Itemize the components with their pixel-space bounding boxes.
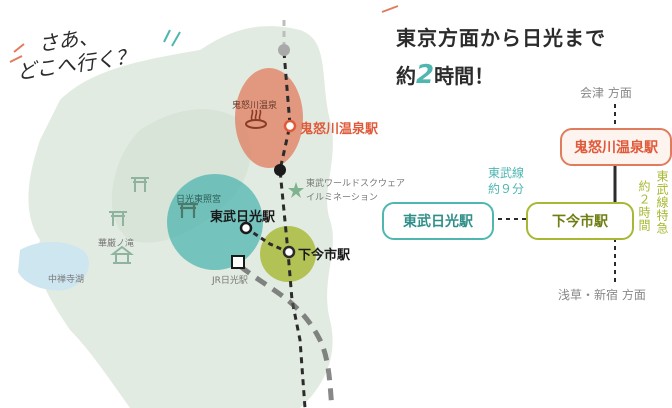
jr-nikko-station-marker[interactable] (231, 255, 245, 269)
junction-dot (274, 164, 286, 176)
label-illumination: イルミネーション (306, 193, 378, 203)
kinugawa-area-highlight (235, 68, 303, 168)
tobu-line-time: 約９分 (488, 182, 525, 196)
lake-chuzenji (18, 241, 89, 291)
accent-stroke-headline (381, 5, 399, 13)
label-kinugawa-station: 鬼怒川温泉駅 (300, 122, 379, 137)
torii-icon-north (131, 177, 149, 192)
top-station-dot (278, 44, 290, 56)
label-shimoimaichi-station: 下今市駅 (298, 248, 351, 263)
torii-icon-toshogu (178, 202, 198, 218)
label-nikko-toshogu: 日光東照宮 (176, 195, 222, 205)
direction-top: 会津 方面 (580, 86, 632, 100)
express-time-vertical: 約２時間 (637, 180, 651, 232)
label-kinugawa-area: 鬼怒川温泉 (232, 101, 278, 111)
diagram-kinugawa-station-box[interactable]: 鬼怒川温泉駅 (560, 128, 672, 166)
diagram-shimoimaichi-station-box[interactable]: 下今市駅 (526, 202, 634, 240)
rail-jr-nikko (238, 264, 335, 408)
label-jr-nikko-station: JR日光駅 (212, 276, 248, 286)
tobu-line-label: 東武線 (488, 166, 525, 180)
label-chuzenji: 中禅寺湖 (48, 275, 85, 285)
headline-number: 2 (416, 60, 435, 90)
headline-suffix: 時間！ (434, 64, 495, 88)
label-tobu-world-square: 東武ワールドスクウェア (306, 179, 406, 189)
headline-prefix: 約 (396, 64, 416, 88)
label-kegon-falls: 華厳ノ滝 (98, 239, 135, 249)
torii-icon-west (109, 211, 127, 226)
accent-stroke-right (163, 29, 181, 47)
shrine-icon (110, 245, 134, 264)
headline-line1: 東京方面から日光まで (396, 26, 606, 50)
diagram-tobu-nikko-station-box[interactable]: 東武日光駅 (382, 202, 494, 240)
accent-stroke-left (9, 43, 25, 63)
label-tobu-nikko-station: 東武日光駅 (210, 210, 276, 225)
express-line-vertical: 東武線特急 (655, 170, 669, 235)
rail-tobu-nikko-branch (245, 226, 289, 254)
kinugawa-station-marker[interactable] (283, 119, 297, 133)
direction-bottom: 浅草・新宿 方面 (558, 288, 646, 302)
onsen-icon (245, 109, 267, 129)
star-icon (288, 182, 304, 198)
headline-line2: 約2時間！ (396, 60, 494, 90)
shimoimaichi-station-marker[interactable] (282, 245, 296, 259)
tobu-nikko-station-marker[interactable] (239, 221, 253, 235)
nikko-area-highlight (167, 174, 263, 270)
